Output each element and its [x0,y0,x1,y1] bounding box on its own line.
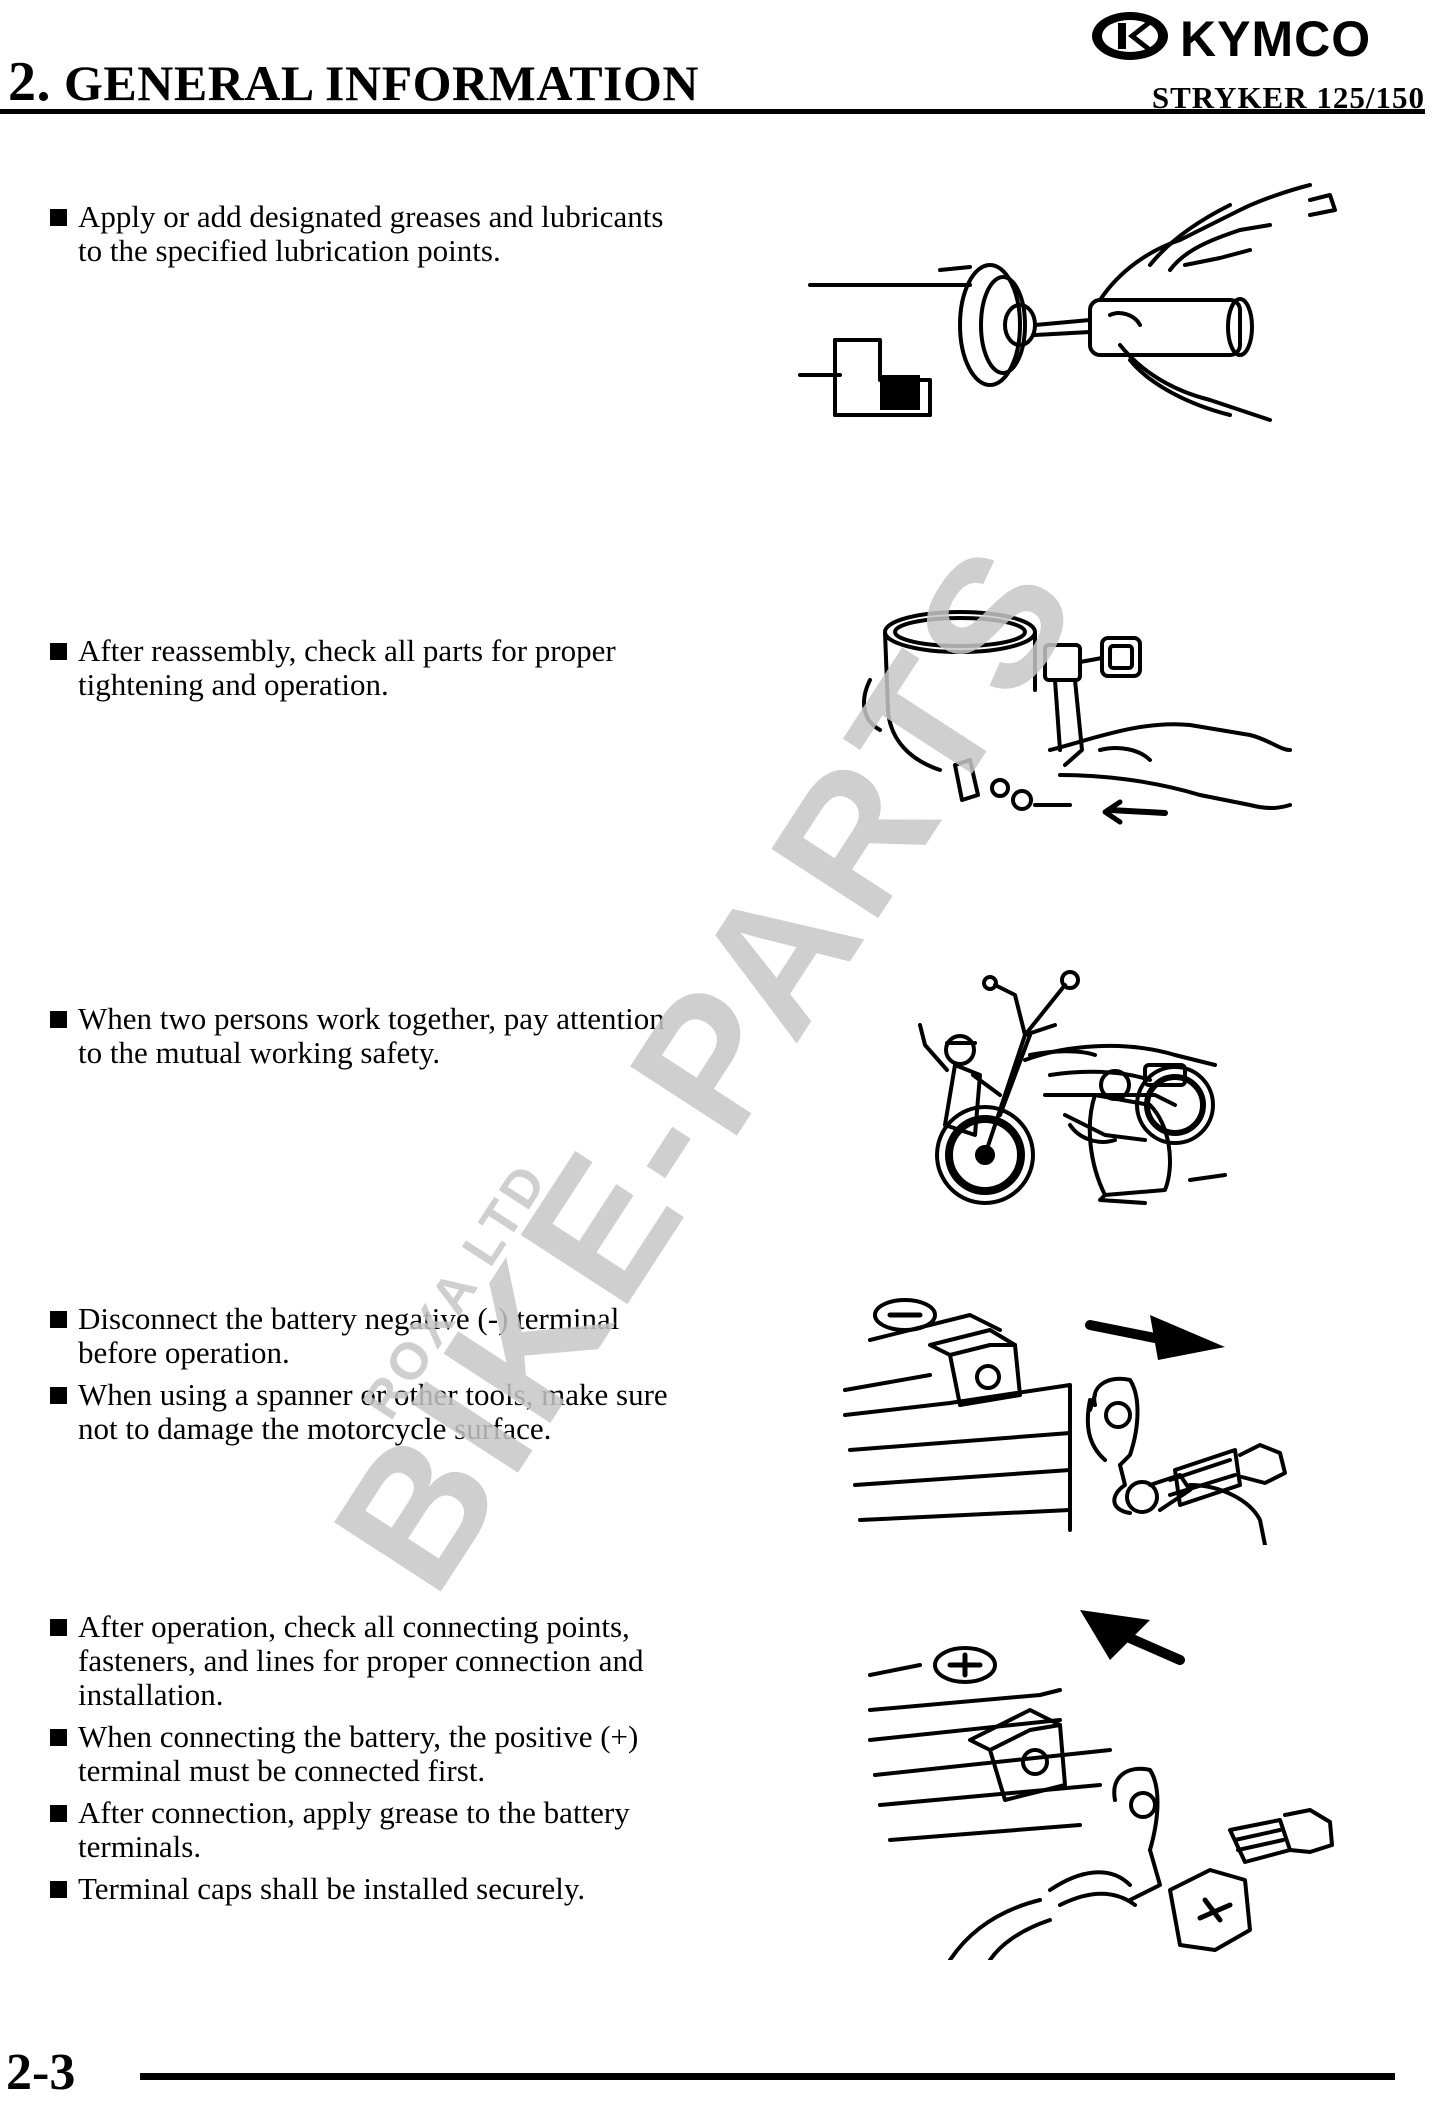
list-item: When using a spanner or other tools, mak… [48,1378,688,1446]
chapter-heading: 2. GENERAL INFORMATION [8,50,699,114]
illustration-two-persons [905,965,1245,1205]
section-battery-disconnect: Disconnect the battery negative (-) term… [48,1302,688,1454]
brand-name: KYMCO [1180,11,1371,66]
square-bullet-icon [50,1387,67,1404]
brand-logo: KYMCO [1088,6,1433,67]
square-bullet-icon [50,643,67,660]
square-bullet-icon [50,1729,67,1746]
section-battery-connect: After operation, check all connecting po… [48,1610,688,1914]
list-item: When two persons work together, pay atte… [48,1002,688,1070]
square-bullet-icon [50,1619,67,1636]
kymco-logo-icon [1092,12,1168,60]
list-item: Disconnect the battery negative (-) term… [48,1302,688,1370]
list-item: When connecting the battery, the positiv… [48,1720,688,1788]
chapter-number: 2. [8,51,51,113]
list-item: Terminal caps shall be installed securel… [48,1872,688,1906]
list-item: After operation, check all connecting po… [48,1610,688,1712]
footer-rule [140,2073,1395,2080]
square-bullet-icon [50,1311,67,1328]
section-teamwork-safety: When two persons work together, pay atte… [48,1002,688,1078]
list-item: Apply or add designated greases and lubr… [48,200,688,268]
header-rule [0,109,1425,114]
illustration-greasing [790,170,1350,430]
model-name: STRYKER 125/150 [1151,80,1425,115]
section-lubrication: Apply or add designated greases and lubr… [48,200,688,276]
list-item: After connection, apply grease to the ba… [48,1796,688,1864]
square-bullet-icon [50,1011,67,1028]
illustration-tightening [850,600,1300,840]
square-bullet-icon [50,1805,67,1822]
page-number: 2-3 [6,2044,76,2101]
section-reassembly-check: After reassembly, check all parts for pr… [48,634,688,710]
square-bullet-icon [50,209,67,226]
illustration-battery-disconnect [840,1285,1320,1545]
illustration-battery-connect [860,1600,1340,1960]
list-item: After reassembly, check all parts for pr… [48,634,688,702]
square-bullet-icon [50,1881,67,1898]
chapter-title: GENERAL INFORMATION [64,55,700,111]
